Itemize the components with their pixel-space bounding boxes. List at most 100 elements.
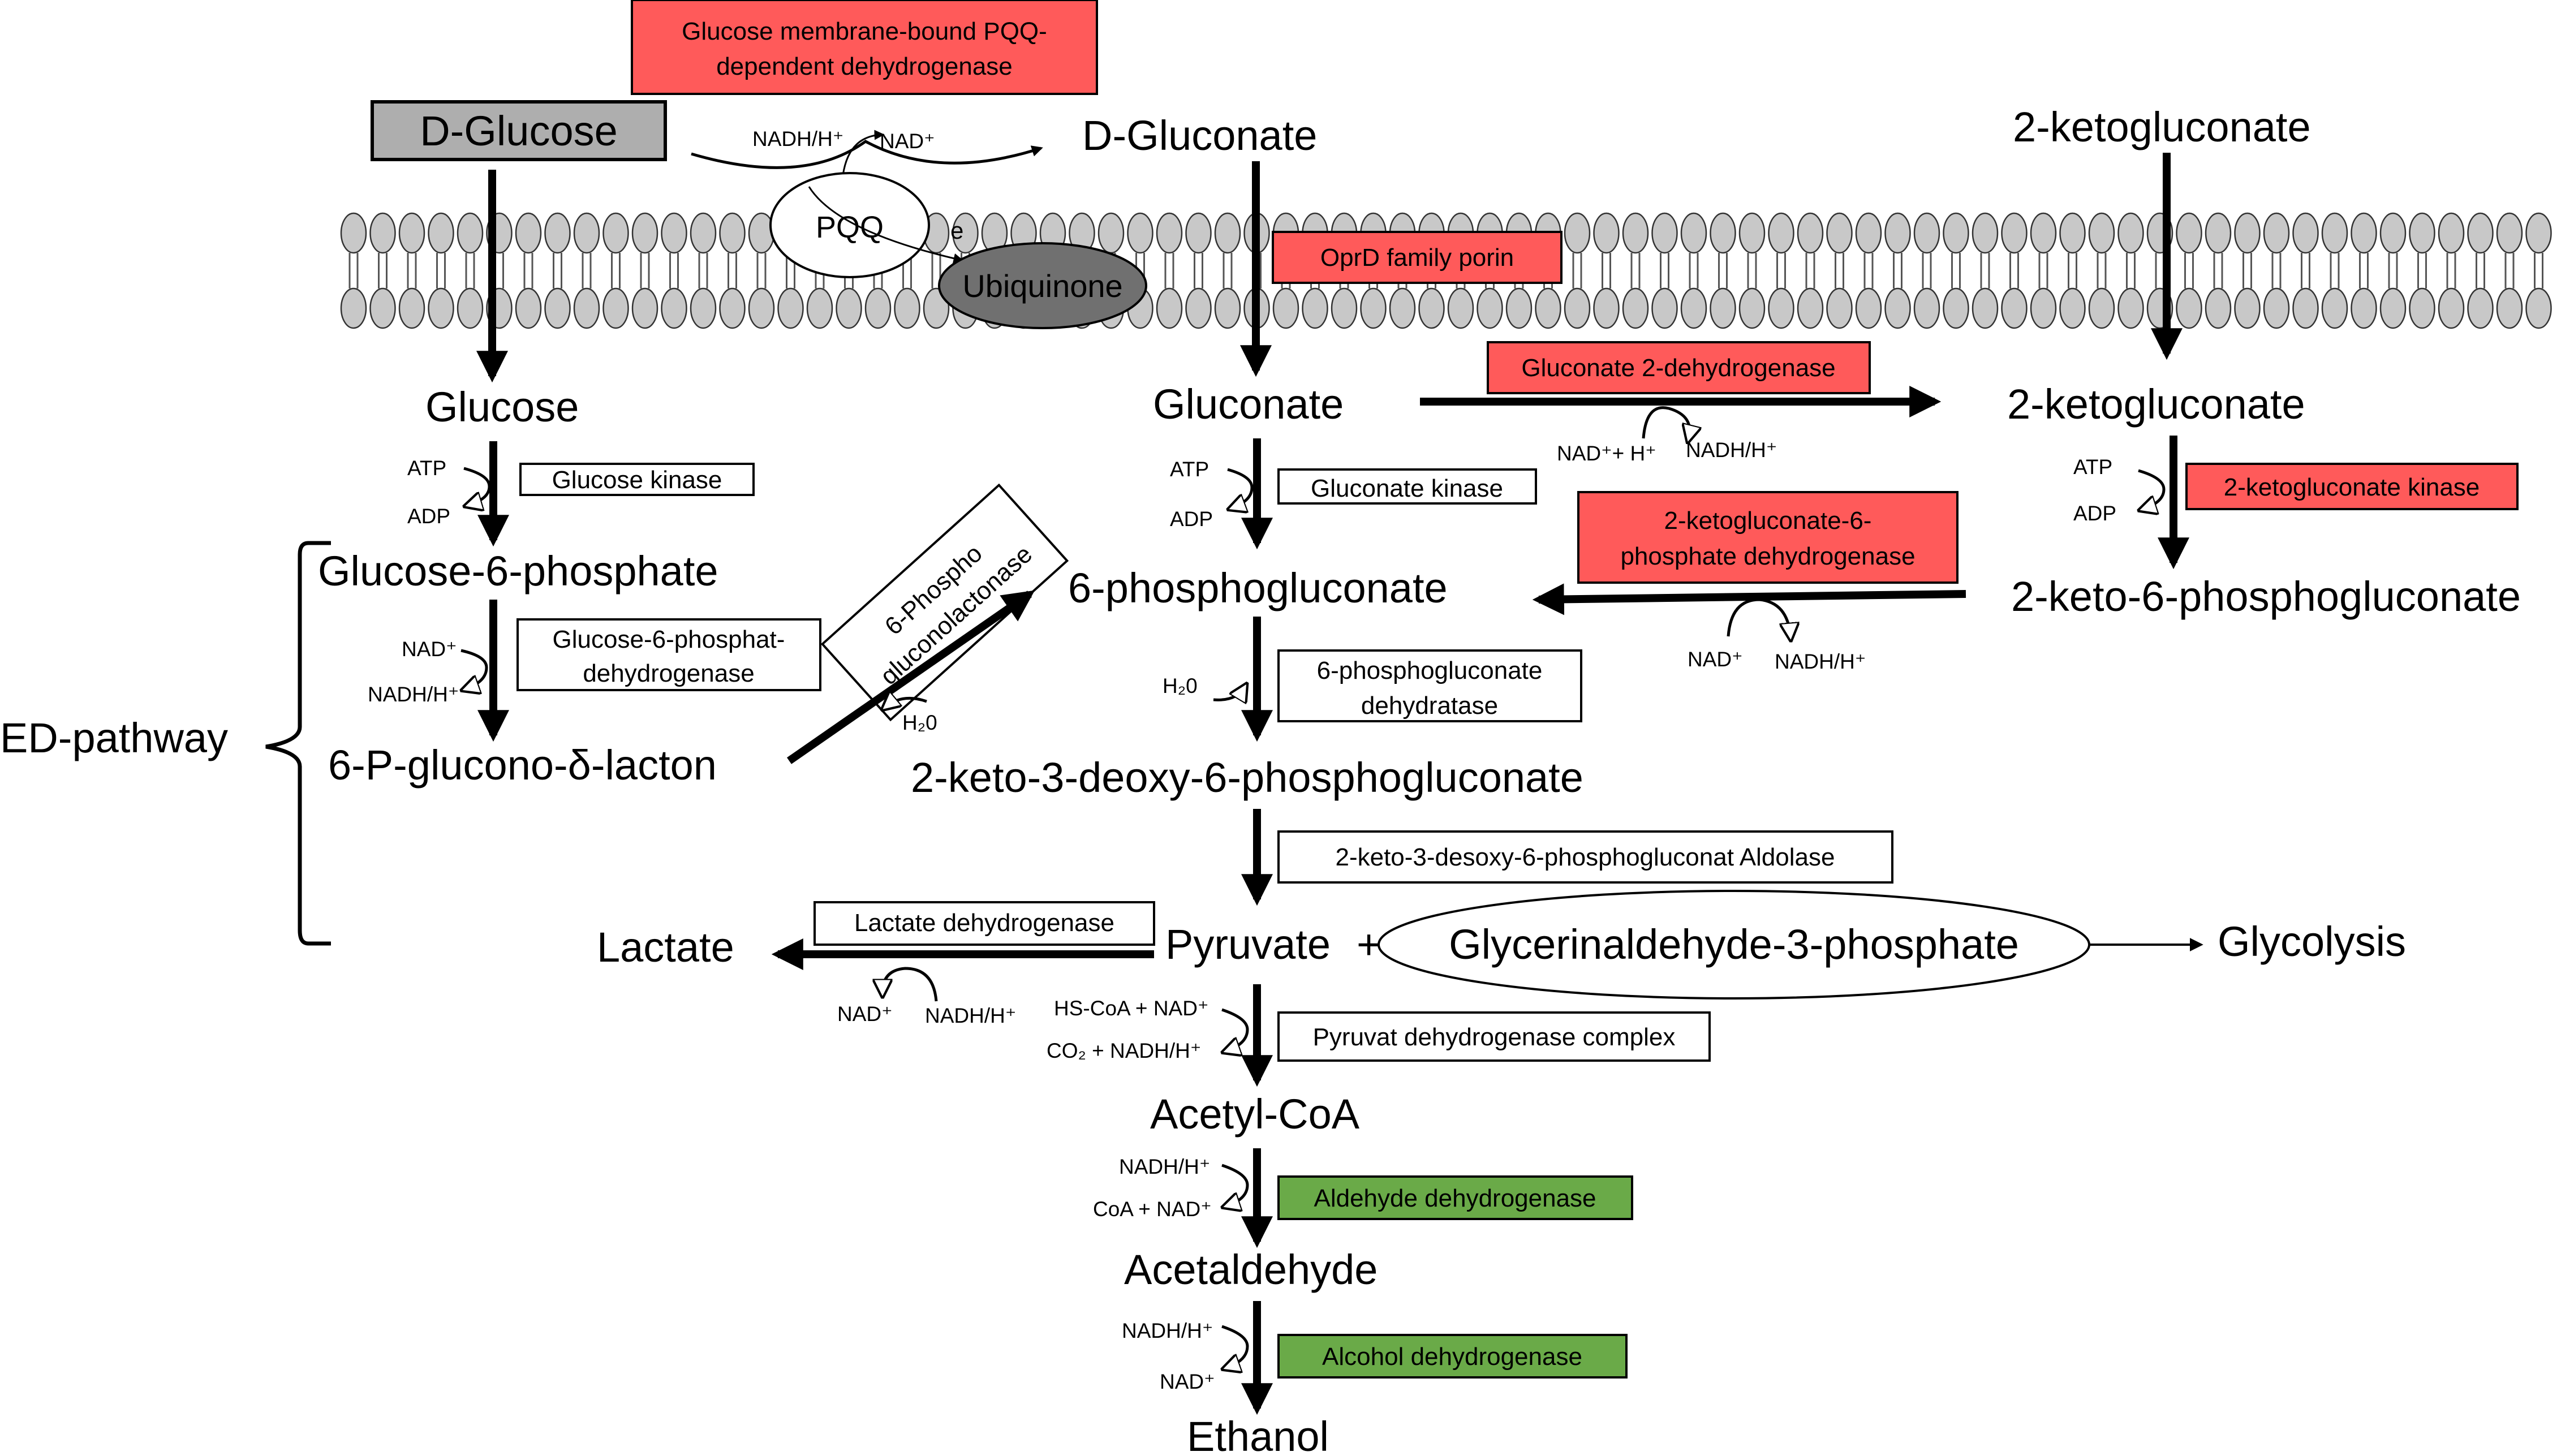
- lacton-to-6pg-arrow: [787, 590, 1035, 764]
- keto-6p-dh-cofactor-curve: [1727, 598, 1790, 636]
- lipid-head: [1214, 287, 1241, 329]
- lipid-head: [2496, 287, 2523, 329]
- glucose-kinase-adp-label: ADP: [407, 505, 450, 528]
- d-gluconate-label: D-Gluconate: [1082, 112, 1317, 159]
- lipid-head: [1535, 287, 1561, 329]
- keto-6p-dh-nad-label: NAD⁺: [1688, 648, 1743, 671]
- glucose-label: Glucose: [425, 384, 579, 430]
- alcohol-dehydrogenase-label: Alcohol dehydrogenase: [1322, 1343, 1582, 1371]
- lipid-head: [515, 212, 542, 254]
- pyruvate-label: Pyruvate: [1165, 921, 1331, 968]
- lipid-head: [2351, 287, 2377, 329]
- lipid-head: [1156, 212, 1183, 254]
- gluconate-dehydrogenase-box: [1487, 341, 1871, 394]
- lactonase-water-curve: [885, 698, 927, 707]
- lipid-head: [1884, 212, 1911, 254]
- lipid-head: [1185, 212, 1212, 254]
- ldh-nad-label: NAD⁺: [837, 1002, 893, 1026]
- pdh-complex-label: Pyruvat dehydrogenase complex: [1313, 1023, 1676, 1051]
- aldolase-box: [1277, 830, 1893, 884]
- g6p-label: Glucose-6-phosphate: [318, 548, 718, 595]
- glycolysis-label: Glycolysis: [2218, 918, 2406, 965]
- lactate-dehydrogenase-label: Lactate dehydrogenase: [854, 909, 1114, 937]
- electron-transfer-arrow: [808, 186, 964, 264]
- pqq-cofactor: [769, 172, 930, 278]
- lipid-head: [602, 287, 629, 329]
- lipid-head: [1972, 212, 1999, 254]
- adh-cofactor-curve: [1222, 1325, 1249, 1368]
- gluconate-kinase-adp-label: ADP: [1170, 507, 1213, 531]
- aldehyde-dehydrogenase-label: Aldehyde dehydrogenase: [1314, 1184, 1596, 1212]
- lipid-head: [1738, 287, 1766, 329]
- dehydratase-water-label: H₂0: [1163, 674, 1198, 697]
- lipid-head: [1710, 212, 1736, 254]
- keto-6p-dehydrogenase-label-2: phosphate dehydrogenase: [1620, 542, 1915, 570]
- lipid-head: [2263, 287, 2290, 329]
- lipid-head: [1622, 212, 1649, 254]
- lipid-head: [1855, 212, 1882, 254]
- lipid-head: [1593, 287, 1620, 329]
- lipid-head: [1097, 212, 1125, 254]
- lipid-head: [1855, 287, 1882, 329]
- lipid-head: [1564, 212, 1591, 254]
- ed-pathway-label: ED-pathway: [0, 714, 228, 761]
- lipid-head: [2263, 212, 2290, 254]
- lipid-head: [2379, 287, 2407, 329]
- lipid-head: [1768, 212, 1794, 254]
- pqq-dehydrogenase-label-1: Glucose membrane-bound PQQ-: [682, 18, 1047, 45]
- pg-dehydratase-box: [1277, 649, 1582, 722]
- lipid-head: [398, 212, 425, 254]
- lipid-head: [2059, 287, 2086, 329]
- aldh-in-label: NADH/H⁺: [1119, 1155, 1210, 1178]
- dehydratase-water-curve: [1213, 687, 1245, 700]
- gap-label: Glycerinaldehyde-3-phosphate: [1449, 921, 2019, 968]
- lipid-head: [2351, 212, 2377, 254]
- lipid-head: [2205, 287, 2232, 329]
- lipid-head: [1710, 287, 1736, 329]
- lipid-head: [661, 287, 687, 329]
- oprd-porin-box: [1272, 231, 1563, 284]
- lipid-head: [369, 212, 396, 254]
- lipid-head: [2525, 212, 2552, 254]
- lipid-head: [1185, 287, 1212, 329]
- lipid-head: [1651, 212, 1678, 254]
- lipid-head: [1331, 287, 1358, 329]
- lipid-head: [1826, 212, 1853, 254]
- lipid-head: [1826, 287, 1853, 329]
- aldh-out-label: CoA + NAD⁺: [1093, 1197, 1212, 1221]
- lipid-head: [602, 212, 629, 254]
- lipid-head: [2467, 287, 2494, 329]
- lipid-head: [2234, 287, 2261, 329]
- lipid-head: [2292, 287, 2319, 329]
- lactate-label: Lactate: [597, 924, 734, 971]
- pqq-nad-label: NAD⁺: [880, 130, 935, 153]
- g6p-dh-cofactor-curve: [461, 649, 488, 689]
- keto6pg-label: 2-keto-6-phosphogluconate: [2011, 573, 2521, 620]
- lipid-head: [1418, 287, 1445, 329]
- pdh-cofactor-curve: [1222, 1008, 1249, 1051]
- lipid-head: [340, 287, 367, 329]
- glucose-kinase-atp-label: ATP: [407, 456, 446, 480]
- lipid-head: [428, 287, 454, 329]
- d-glucose-label: D-Glucose: [420, 107, 618, 154]
- lipid-head: [1913, 287, 1940, 329]
- lipid-head: [631, 287, 658, 329]
- phosphogluconate-label: 6-phosphogluconate: [1068, 565, 1448, 611]
- lipid-head: [1738, 212, 1766, 254]
- keto6pg-to-6pg-arrow: [1532, 583, 1966, 615]
- lipid-head: [1477, 287, 1503, 329]
- lipid-head: [1505, 287, 1533, 329]
- gluconate-kinase-atp-label: ATP: [1170, 458, 1209, 481]
- lipid-head: [690, 287, 717, 329]
- pqq-nadh-label: NADH/H⁺: [752, 127, 843, 150]
- oprd-porin-label: OprD family porin: [1320, 244, 1514, 272]
- keto-kinase-box: [2185, 463, 2519, 510]
- alcohol-dehydrogenase-box: [1277, 1334, 1628, 1379]
- lipid-head: [1972, 287, 1999, 329]
- keto-kinase-adp-label: ADP: [2073, 502, 2116, 525]
- lipid-head: [2234, 212, 2261, 254]
- gluconate-label: Gluconate: [1153, 381, 1344, 428]
- lipid-head: [1564, 287, 1591, 329]
